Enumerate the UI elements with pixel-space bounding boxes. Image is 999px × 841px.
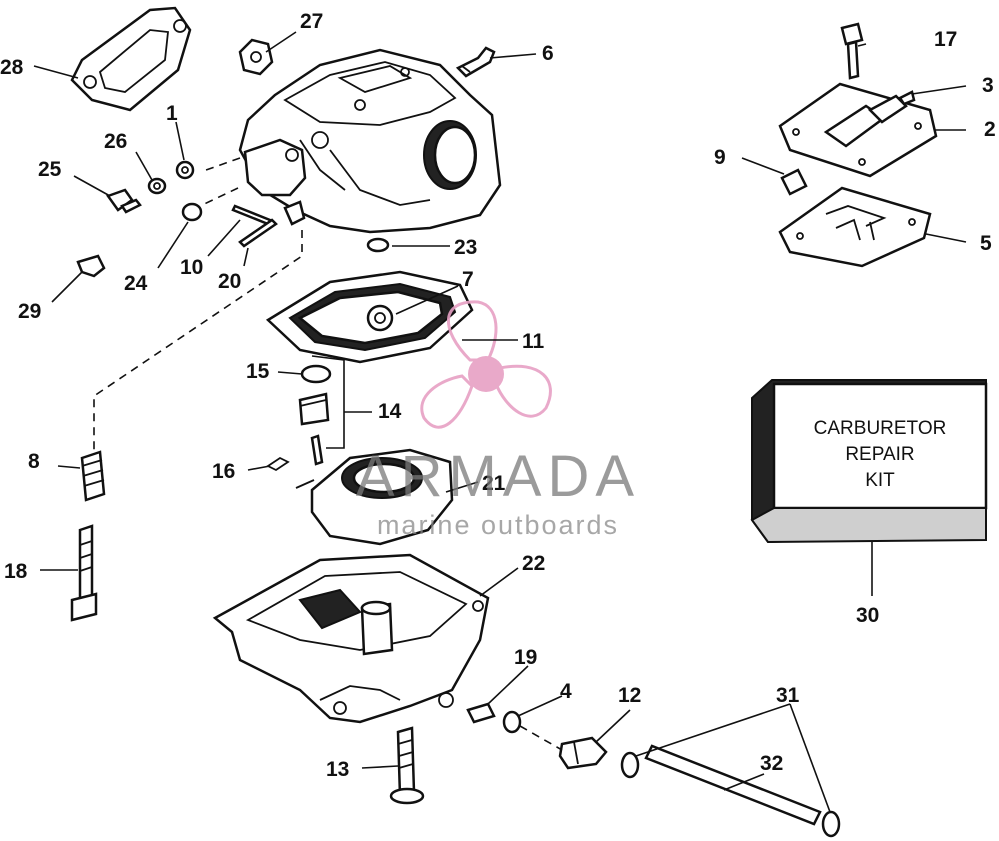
callout-4: 4: [560, 680, 572, 703]
callout-29: 29: [18, 300, 41, 323]
callout-19: 19: [514, 646, 537, 669]
part-7-11-gasket-diaphragm: [265, 270, 474, 364]
part-32-fuel-hose: [644, 744, 822, 826]
callout-1: 1: [166, 102, 178, 125]
part-4-o-ring: [502, 710, 522, 734]
callout-labels: 28 27 6 1 26 25 24 10 20 23 29 7 11 15 1…: [0, 10, 996, 781]
part-30-repair-kit-box: [750, 379, 988, 544]
leader-lines: [33, 31, 967, 813]
callout-13: 13: [326, 758, 349, 781]
callout-20: 20: [218, 270, 241, 293]
kit-label-line-1: CARBURETOR: [814, 418, 947, 439]
armada-watermark: ARMADA marine outboards: [356, 444, 640, 540]
part-8-spring: [80, 450, 106, 502]
part-17-screw: [840, 22, 864, 80]
throttle-lever: [243, 138, 307, 226]
callout-2: 2: [984, 118, 996, 141]
callout-22: 22: [522, 552, 545, 575]
part-26-washer: [147, 177, 167, 195]
callout-7: 7: [462, 268, 474, 291]
assembly-dashed-lines: [93, 157, 563, 751]
watermark-brand: ARMADA: [356, 444, 640, 509]
callout-28: 28: [0, 56, 24, 79]
callout-11: 11: [522, 330, 545, 353]
kit-label-line-3: KIT: [865, 470, 895, 491]
callout-10: 10: [180, 256, 203, 279]
part-19-plug: [466, 702, 496, 724]
callout-6: 6: [542, 42, 554, 65]
kit-label-line-2: REPAIR: [845, 444, 914, 465]
part-24-washer: [181, 202, 203, 222]
part-21-float: [295, 448, 454, 546]
callout-16: 16: [212, 460, 235, 483]
part-1-lock-washer: [175, 160, 195, 180]
callout-30: 30: [856, 604, 879, 627]
callout-3: 3: [982, 74, 994, 97]
part-12-fuel-fitting: [558, 736, 608, 770]
part-5-pump-diaphragm: [778, 186, 932, 268]
callout-26: 26: [104, 130, 127, 153]
callout-17: 17: [934, 28, 957, 51]
callout-23: 23: [454, 236, 477, 259]
part-9-check-valve: [780, 168, 808, 196]
part-31-clamp-right: [821, 810, 841, 838]
part-13-bolt: [389, 726, 425, 805]
part-6-screw: [455, 46, 496, 78]
callout-5: 5: [980, 232, 992, 255]
callout-25: 25: [38, 158, 62, 181]
part-22-float-bowl: [212, 553, 490, 724]
part-23-o-ring: [366, 237, 390, 253]
part-14-inlet-needle-seat: [298, 392, 330, 466]
callout-15: 15: [246, 360, 270, 383]
callout-9: 9: [714, 146, 726, 169]
callout-8: 8: [28, 450, 40, 473]
callout-31: 31: [776, 684, 800, 707]
callout-12: 12: [618, 684, 641, 707]
callout-27: 27: [300, 10, 323, 33]
watermark-tagline: marine outboards: [377, 510, 619, 540]
part-27-nut: [238, 38, 274, 76]
part-18-mixture-screw: [70, 524, 98, 622]
armada-propeller-logo: [420, 300, 552, 429]
callout-32: 32: [760, 752, 783, 775]
callout-24: 24: [124, 272, 148, 295]
part-31-clamp-left: [620, 751, 640, 779]
part-29-fitting: [76, 254, 106, 278]
part-15-o-ring: [300, 364, 332, 384]
callout-18: 18: [4, 560, 28, 583]
part-25-screw: [106, 188, 142, 214]
kit-box-label: CARBURETOR REPAIR KIT: [814, 418, 947, 491]
part-16-clip: [266, 456, 290, 472]
part-2-3-pump-cover: [778, 82, 938, 178]
callout-14: 14: [378, 400, 402, 423]
carburetor-upper-body: [238, 48, 502, 234]
part-28-flange-gasket: [70, 6, 192, 112]
part-20-pin: [238, 218, 278, 248]
callout-21: 21: [482, 472, 506, 495]
